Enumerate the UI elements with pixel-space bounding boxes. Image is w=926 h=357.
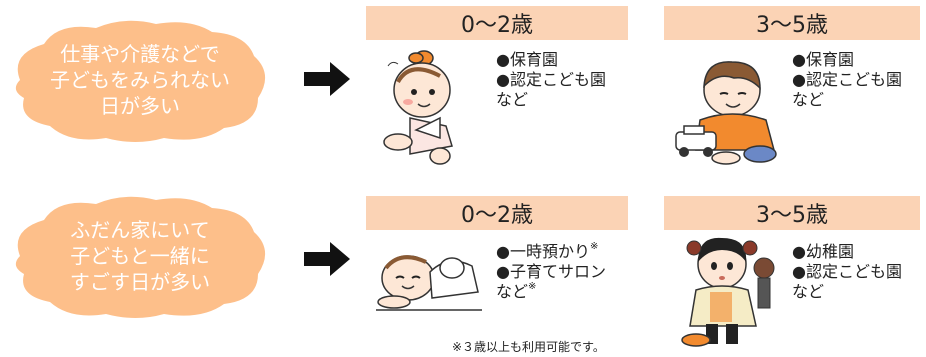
- right-arrow-icon: [304, 242, 350, 276]
- option-item: ●保育園: [792, 50, 854, 69]
- option-item: ●認定こども園: [792, 262, 902, 281]
- right-arrow-icon: [304, 62, 350, 96]
- situation-line: 仕事や介護などで: [60, 42, 220, 66]
- option-item: ●認定こども園: [792, 70, 902, 89]
- option-item: など※: [496, 281, 537, 302]
- option-item: ●一時預かり※: [496, 241, 599, 262]
- situation-line: すごす日が多い: [69, 270, 211, 294]
- option-item: など: [496, 90, 529, 109]
- age-label: 0～2歳: [366, 6, 628, 40]
- option-item: ●保育園: [496, 50, 558, 69]
- girl-with-doll-icon: [681, 237, 775, 347]
- age-label: 3～5歳: [664, 6, 920, 40]
- option-item: ●子育てサロン: [496, 262, 606, 281]
- option-item: ●幼稚園: [792, 242, 854, 261]
- crawling-baby-icon: [383, 50, 453, 165]
- lying-baby-icon: [376, 255, 482, 311]
- footnote-mark: ※: [589, 241, 599, 252]
- option-list: ●保育園 ●認定こども園 など: [496, 50, 606, 110]
- cloud-shape: [15, 20, 266, 142]
- situation-line: ふだん家にいて: [70, 218, 210, 242]
- boy-playing-car-icon: [675, 61, 777, 165]
- option-item: ●認定こども園: [496, 70, 606, 89]
- situation-busy: 仕事や介護などで 子どもをみられない 日が多い: [6, 14, 274, 146]
- option-list: ●保育園 ●認定こども園 など: [792, 50, 902, 110]
- option-item: など: [792, 90, 825, 109]
- situation-line: 子どもと一緒に: [70, 244, 210, 268]
- cloud-shape: [15, 196, 266, 318]
- age-label: 3～5歳: [664, 196, 920, 230]
- situation-home: ふだん家にいて 子どもと一緒に すごす日が多い: [6, 190, 274, 322]
- footnote-mark: ※: [528, 281, 537, 292]
- situation-line: 子どもをみられない: [50, 68, 230, 92]
- footnote: ※３歳以上も利用可能です。: [452, 340, 605, 354]
- age-label: 0～2歳: [366, 196, 628, 230]
- option-list: ●幼稚園 ●認定こども園 など: [792, 242, 902, 302]
- situation-line: 日が多い: [100, 94, 180, 118]
- option-item: など: [792, 282, 825, 301]
- option-list: ●一時預かり※ ●子育てサロン など※: [496, 242, 606, 302]
